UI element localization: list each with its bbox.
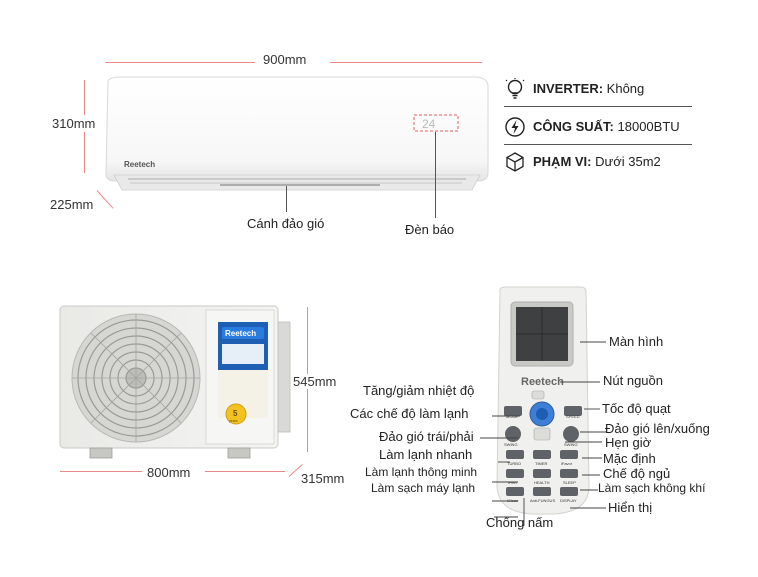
lightbulb-icon bbox=[505, 78, 525, 99]
remote-label-swing-lr: Đảo gió trái/phải bbox=[379, 429, 474, 444]
btn-label: iClean bbox=[507, 498, 518, 503]
spec-value: 18000BTU bbox=[613, 119, 680, 134]
btn-label: iFeel bbox=[508, 480, 517, 485]
dimension-line bbox=[330, 62, 482, 63]
btn-label: TIMER bbox=[535, 461, 548, 466]
dimension-line bbox=[60, 471, 142, 472]
spec-label: CÔNG SUẤT: bbox=[533, 119, 614, 134]
indoor-width-label: 900mm bbox=[263, 52, 307, 67]
cube-icon bbox=[506, 152, 524, 172]
btn-label: SWING bbox=[564, 442, 578, 447]
remote-label-power: Nút nguồn bbox=[603, 373, 663, 388]
remote-label-swing-ud: Đảo gió lên/xuống bbox=[605, 421, 710, 436]
indoor-height-label: 310mm bbox=[52, 115, 96, 132]
spec-divider bbox=[504, 144, 692, 145]
dimension-line bbox=[205, 471, 285, 472]
outdoor-width-label: 800mm bbox=[147, 465, 191, 480]
remote-label-iclean: Làm sạch máy lạnh bbox=[371, 481, 476, 495]
btn-label: Anti-FUNGUS bbox=[530, 498, 555, 503]
remote-label-default: Mặc định bbox=[603, 451, 656, 466]
outdoor-depth-label: 315mm bbox=[301, 471, 345, 486]
outdoor-brand-logo: Reetech bbox=[225, 329, 256, 338]
remote-pointer-lines bbox=[480, 415, 525, 526]
pointer-line bbox=[286, 186, 287, 212]
spec-label: PHẠM VI: bbox=[533, 154, 592, 169]
louver-label: Cánh đảo gió bbox=[247, 216, 325, 231]
indoor-depth-label: 225mm bbox=[50, 197, 94, 212]
btn-label: SLEEP bbox=[563, 480, 576, 485]
remote-label-modes: Các chế độ làm lạnh bbox=[350, 406, 469, 421]
remote-brand: Reetech bbox=[521, 376, 564, 388]
remote-label-health: Làm sạch không khí bbox=[598, 481, 706, 495]
indoor-brand-logo: Reetech bbox=[124, 160, 155, 169]
remote-label-speed: Tốc độ quạt bbox=[602, 401, 671, 416]
remote-label-ifeel: Làm lạnh thông minh bbox=[365, 465, 478, 479]
remote-label-display: Hiển thị bbox=[608, 500, 653, 515]
spec-label: INVERTER: bbox=[533, 81, 604, 96]
remote-label-turbo: Làm lạnh nhanh bbox=[379, 447, 473, 462]
remote-label-timer: Hẹn giờ bbox=[605, 435, 652, 450]
display-digits: 24 bbox=[422, 117, 436, 131]
btn-label: HEALTH bbox=[534, 480, 550, 485]
spec-value: Dưới 35m2 bbox=[591, 154, 661, 169]
spec-divider bbox=[504, 106, 692, 107]
spec-row-inverter: INVERTER: Không bbox=[504, 76, 694, 106]
remote-pointer-lines-right bbox=[560, 341, 606, 509]
spec-row-capacity: CÔNG SUẤT: 18000BTU bbox=[504, 114, 694, 144]
btn-label: SPEED bbox=[566, 414, 580, 419]
dimension-line bbox=[105, 62, 255, 63]
remote-label-temp: Tăng/giảm nhiệt độ bbox=[363, 383, 475, 398]
remote-label-screen: Màn hình bbox=[609, 334, 664, 349]
remote-label-sleep: Chế độ ngủ bbox=[603, 466, 671, 481]
btn-label: MODE bbox=[506, 414, 518, 419]
warranty-sub: years bbox=[229, 419, 238, 423]
remote-control-image: Reetech MODE SPEED SWING SWING TURBO TIM… bbox=[496, 286, 590, 515]
btn-label: DISPLAY bbox=[560, 498, 577, 503]
warranty-badge: 5 bbox=[233, 409, 238, 418]
spec-row-range: PHẠM VI: Dưới 35m2 bbox=[504, 149, 694, 179]
spec-value: Không bbox=[603, 81, 645, 96]
btn-label: TURBO bbox=[507, 461, 521, 466]
pointer-line bbox=[435, 132, 436, 218]
outdoor-height-label: 545mm bbox=[293, 374, 337, 389]
power-bolt-icon bbox=[505, 117, 525, 137]
outdoor-unit-image: Reetech 5 years bbox=[59, 305, 291, 459]
btn-label: SWING bbox=[504, 442, 518, 447]
indoor-unit-image: 24 Reetech bbox=[105, 76, 489, 191]
remote-label-antifungus: Chống nấm bbox=[486, 515, 554, 530]
btn-label: iFavor bbox=[561, 461, 573, 466]
indicator-label: Đèn báo bbox=[405, 222, 455, 237]
